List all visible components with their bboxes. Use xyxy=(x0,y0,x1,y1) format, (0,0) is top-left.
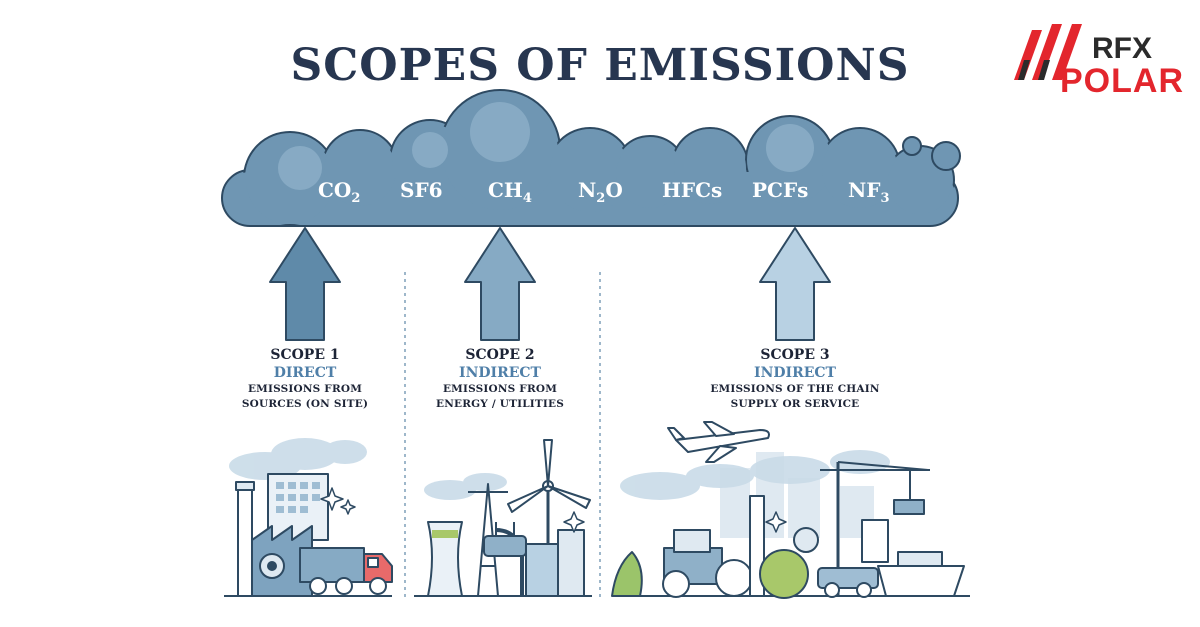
gas-label-n2o: N2O xyxy=(578,178,623,206)
cloud-bubble xyxy=(902,136,922,156)
scope2-kind: INDIRECT xyxy=(459,365,541,381)
gas-label-sf6: SF6 xyxy=(400,178,443,202)
scope3-title: SCOPE 3 xyxy=(760,347,830,363)
scope1-title: SCOPE 1 xyxy=(270,347,340,363)
scope1-arrow-icon xyxy=(269,227,341,341)
gas-label-ch4: CH4 xyxy=(488,178,532,206)
scope2-desc-line2: ENERGY / UTILITIES xyxy=(435,398,565,410)
scope2-caption: SCOPE 2 INDIRECT EMISSIONS FROM ENERGY /… xyxy=(420,346,580,412)
scope2-title: SCOPE 2 xyxy=(465,347,535,363)
logo-rfx-text: RFX xyxy=(1092,32,1152,65)
scope1-kind: DIRECT xyxy=(273,365,337,381)
scope2-desc-line1: EMISSIONS FROM xyxy=(442,383,558,395)
gas-label-hfcs: HFCs xyxy=(662,178,723,202)
scope3-desc-line2: SUPPLY OR SERVICE xyxy=(730,398,860,410)
scope2-arrow-icon xyxy=(464,227,536,341)
scope1-caption: SCOPE 1 DIRECT EMISSIONS FROM SOURCES (O… xyxy=(225,346,385,412)
supply-chain-illustration xyxy=(611,421,965,599)
gas-label-nf3: NF3 xyxy=(848,178,890,206)
energy-illustration xyxy=(424,439,591,597)
scope3-kind: INDIRECT xyxy=(754,365,836,381)
cloud-bubble xyxy=(931,141,961,171)
brand-logo: RFX POLAR xyxy=(1010,20,1183,100)
scope3-caption: SCOPE 3 INDIRECT EMISSIONS OF THE CHAIN … xyxy=(700,346,890,412)
scope3-arrow-icon xyxy=(759,227,831,341)
logo-stripes-icon xyxy=(1014,24,1082,80)
scope3-desc-line1: EMISSIONS OF THE CHAIN xyxy=(710,383,880,395)
page-title: SCOPES OF EMISSIONS xyxy=(290,40,910,91)
logo-polar-text: POLAR xyxy=(1060,62,1184,100)
scope1-desc-line2: SOURCES (ON SITE) xyxy=(241,398,369,410)
factory-illustration xyxy=(229,438,393,597)
scope1-desc-line1: EMISSIONS FROM xyxy=(247,383,363,395)
gas-label-co2: CO2 xyxy=(318,178,361,206)
gas-label-pcfs: PCFs xyxy=(752,178,809,202)
